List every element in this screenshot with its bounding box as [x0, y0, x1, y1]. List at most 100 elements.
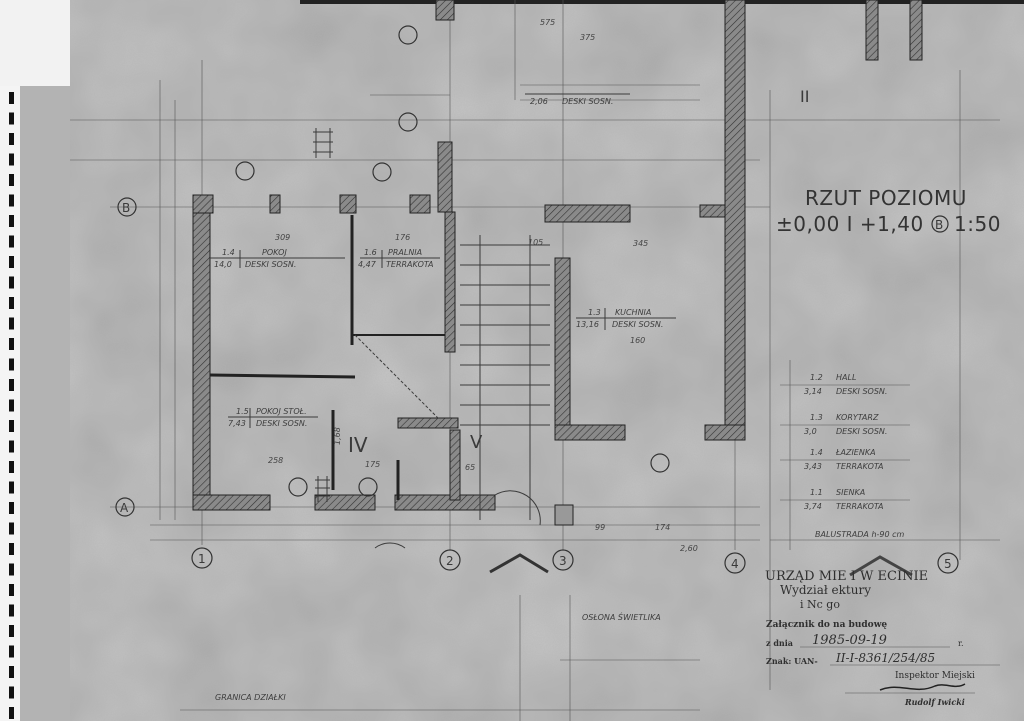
svg-text:DESKI SOSN.: DESKI SOSN. [245, 260, 296, 269]
axis-1: 1 [191, 547, 213, 569]
view-arrow [849, 555, 913, 577]
svg-text:1.4: 1.4 [222, 248, 235, 257]
binder-strip [0, 0, 70, 721]
axis-b: B [117, 197, 137, 217]
binder-hole [9, 276, 14, 289]
level-ref: B [935, 218, 943, 232]
legend-room-area: 3,74 [804, 502, 822, 511]
binder-hole [9, 481, 14, 494]
binder-hole [9, 256, 14, 268]
binder-hole [9, 379, 14, 391]
binder-hole [9, 502, 14, 514]
svg-text:DESKI SOSN.: DESKI SOSN. [256, 419, 307, 428]
legend-room-area: 3,43 [804, 462, 822, 471]
scan-edge [300, 0, 1024, 4]
room-label-pralnia: 1.6 PRALNIA 4,47 TERRAKOTA [358, 248, 440, 269]
binder-hole [9, 235, 14, 248]
svg-text:105: 105 [528, 238, 543, 247]
binder-hole [9, 543, 14, 555]
stamp-inspector: Inspektor Miejski [895, 671, 975, 681]
svg-text:DESKI SOSN.: DESKI SOSN. [562, 97, 613, 106]
binder-hole [9, 215, 14, 227]
signature [879, 683, 966, 691]
svg-text:4: 4 [731, 557, 739, 571]
room-label-kuchnia: 1.3 KUCHNIA 13,16 DESKI SOSN. [576, 308, 676, 330]
binder-hole [9, 666, 14, 678]
section-v-label: V [470, 432, 483, 453]
axis-a: A [115, 497, 135, 517]
legend-room-name: SIENKA [836, 488, 865, 497]
svg-text:99: 99 [595, 523, 605, 532]
svg-text:A: A [120, 501, 129, 515]
binder-hole [9, 645, 14, 658]
svg-text:PRALNIA: PRALNIA [388, 248, 422, 257]
legend-room-number: 1.1 [810, 488, 823, 497]
binder-hole [9, 338, 14, 350]
binder-hole [9, 133, 14, 145]
svg-text:KUCHNIA: KUCHNIA [615, 308, 651, 317]
view-arrow [489, 553, 549, 574]
svg-text:176: 176 [395, 233, 410, 242]
axis-4: 4 [724, 552, 746, 574]
balustrade-note: BALUSTRADA h-90 cm [815, 530, 905, 539]
binder-hole [9, 440, 14, 453]
section-markers: IV V II [348, 87, 913, 577]
legend-room-number: 1.3 [810, 413, 823, 422]
svg-text:375: 375 [580, 33, 595, 42]
axis-3: 3 [552, 549, 574, 571]
binder-hole [9, 563, 14, 576]
stairs [313, 128, 550, 549]
legend-room-name: HALL [836, 373, 856, 382]
binder-hole [9, 317, 14, 330]
binder-hole [9, 625, 14, 637]
legend-room-area: 3,0 [804, 427, 817, 436]
binder-hole [9, 153, 14, 166]
binder-hole [9, 92, 14, 104]
svg-text:2,06: 2,06 [530, 97, 548, 106]
legend-room-area: 3,14 [804, 387, 822, 396]
svg-text:POKOJ: POKOJ [262, 248, 287, 257]
legend-room-number: 1.2 [810, 373, 823, 382]
approval-stamp: URZĄD MIE I W ECINIE Wydział ektury i Nc… [765, 569, 1000, 707]
svg-text:1.5: 1.5 [236, 407, 249, 416]
room-label-pokoj: 1.4 POKOJ 14,0 DESKI SOSN. [210, 248, 345, 269]
plan-scale: 1:50 [954, 212, 1001, 236]
stamp-ref: II-I-8361/254/85 [835, 651, 935, 665]
svg-text:174: 174 [655, 523, 670, 532]
svg-text:175: 175 [365, 460, 380, 469]
binder-hole [9, 584, 14, 596]
stamp-ref-label: Znak: UAN- [766, 656, 818, 666]
stamp-date-suffix: r. [958, 639, 964, 648]
legend-room-floor: DESKI SOSN. [836, 427, 887, 436]
legend-room-floor: DESKI SOSN. [836, 387, 887, 396]
svg-text:2,60: 2,60 [680, 544, 698, 553]
svg-text:1.6: 1.6 [364, 248, 377, 257]
svg-text:POKOJ STOŁ.: POKOJ STOŁ. [256, 407, 307, 416]
binder-hole [9, 112, 14, 125]
binder-hole [9, 174, 14, 186]
legend-room-floor: TERRAKOTA [836, 502, 883, 511]
walls [192, 0, 923, 526]
svg-text:575: 575 [540, 18, 555, 27]
stamp-date: 1985-09-19 [812, 633, 887, 648]
binder-hole [9, 707, 14, 719]
binder-hole [9, 686, 14, 699]
svg-text:TERRAKOTA: TERRAKOTA [386, 260, 433, 269]
svg-text:3: 3 [559, 554, 567, 568]
svg-text:14,0: 14,0 [214, 260, 232, 269]
svg-text:345: 345 [633, 239, 648, 248]
svg-text:DESKI SOSN.: DESKI SOSN. [612, 320, 663, 329]
legend-room-floor: TERRAKOTA [836, 462, 883, 471]
section-iv-label: IV [348, 433, 368, 457]
axis-2: 2 [439, 549, 461, 571]
svg-text:13,16: 13,16 [576, 320, 599, 329]
plan-title: RZUT POZIOMU [805, 186, 967, 210]
legend-room-number: 1.4 [810, 448, 823, 457]
binder-hole [9, 420, 14, 432]
skylight-note: OSŁONA ŚWIETLIKA [582, 611, 661, 622]
stamp-office: URZĄD MIE I W ECINIE [765, 569, 928, 584]
drawing-title: RZUT POZIOMU ±0,00 I +1,40 B 1:50 [776, 186, 1001, 236]
legend-room-name: KORYTARZ [836, 413, 879, 422]
